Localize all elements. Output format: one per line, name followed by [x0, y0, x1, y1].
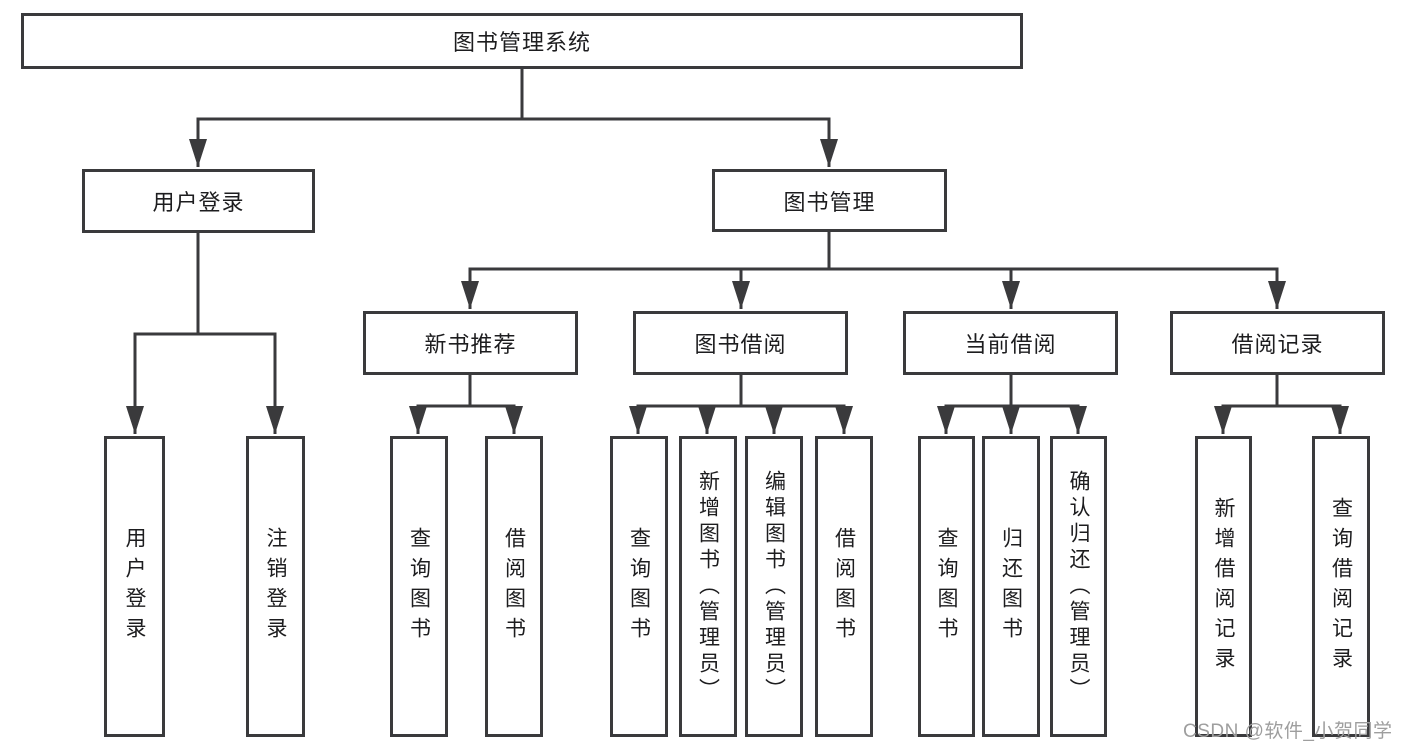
node-borrowing-records: 借阅记录	[1170, 311, 1385, 375]
leaf-add-borrow-record: 新增借阅记录	[1195, 436, 1252, 737]
node-label: 图书借阅	[694, 332, 787, 357]
leaf-query-books-recommend: 查询图书	[390, 436, 448, 737]
leaf-logout: 注销登录	[246, 436, 305, 737]
leaf-edit-books-admin: 编辑图书（管理员）	[745, 436, 803, 737]
node-label: 查询图书	[935, 526, 958, 647]
leaf-confirm-return-admin: 确认归还（管理员）	[1050, 436, 1107, 737]
node-label: 查询借阅记录	[1329, 496, 1353, 677]
node-current-borrowing: 当前借阅	[903, 311, 1118, 375]
node-label: 新增借阅记录	[1212, 496, 1235, 677]
node-label: 新书推荐	[424, 332, 517, 357]
node-label: 查询图书	[407, 526, 431, 647]
node-label: 归还图书	[999, 526, 1023, 647]
node-label: 借阅记录	[1231, 332, 1324, 357]
leaf-user-login: 用户登录	[104, 436, 165, 737]
node-label: 查询图书	[627, 526, 651, 647]
node-label: 图书管理系统	[452, 30, 591, 55]
node-label: 图书管理	[783, 189, 876, 215]
node-label: 新增图书（管理员）	[696, 469, 720, 704]
node-book-management: 图书管理	[712, 169, 947, 232]
node-label: 当前借阅	[964, 332, 1057, 357]
node-new-book-recommendation: 新书推荐	[363, 311, 578, 375]
node-label: 用户登录	[152, 190, 245, 215]
leaf-query-books-borrowing: 查询图书	[610, 436, 668, 737]
node-label: 用户登录	[123, 526, 146, 647]
leaf-return-books: 归还图书	[982, 436, 1040, 737]
node-library-system: 图书管理系统	[21, 13, 1023, 69]
node-label: 编辑图书（管理员）	[762, 469, 786, 704]
leaf-query-borrow-record: 查询借阅记录	[1312, 436, 1370, 737]
node-label: 注销登录	[264, 526, 287, 647]
leaf-add-books-admin: 新增图书（管理员）	[679, 436, 737, 737]
node-book-borrowing: 图书借阅	[633, 311, 848, 375]
node-label: 确认归还（管理员）	[1067, 469, 1090, 704]
leaf-query-books-current: 查询图书	[918, 436, 975, 737]
watermark: CSDN @软件_小贺同学	[1183, 721, 1393, 742]
leaf-borrow-books: 借阅图书	[815, 436, 873, 737]
node-label: 借阅图书	[502, 526, 526, 647]
node-user-login: 用户登录	[82, 169, 315, 233]
leaf-borrow-books-recommend: 借阅图书	[485, 436, 543, 737]
node-label: 借阅图书	[832, 526, 856, 647]
